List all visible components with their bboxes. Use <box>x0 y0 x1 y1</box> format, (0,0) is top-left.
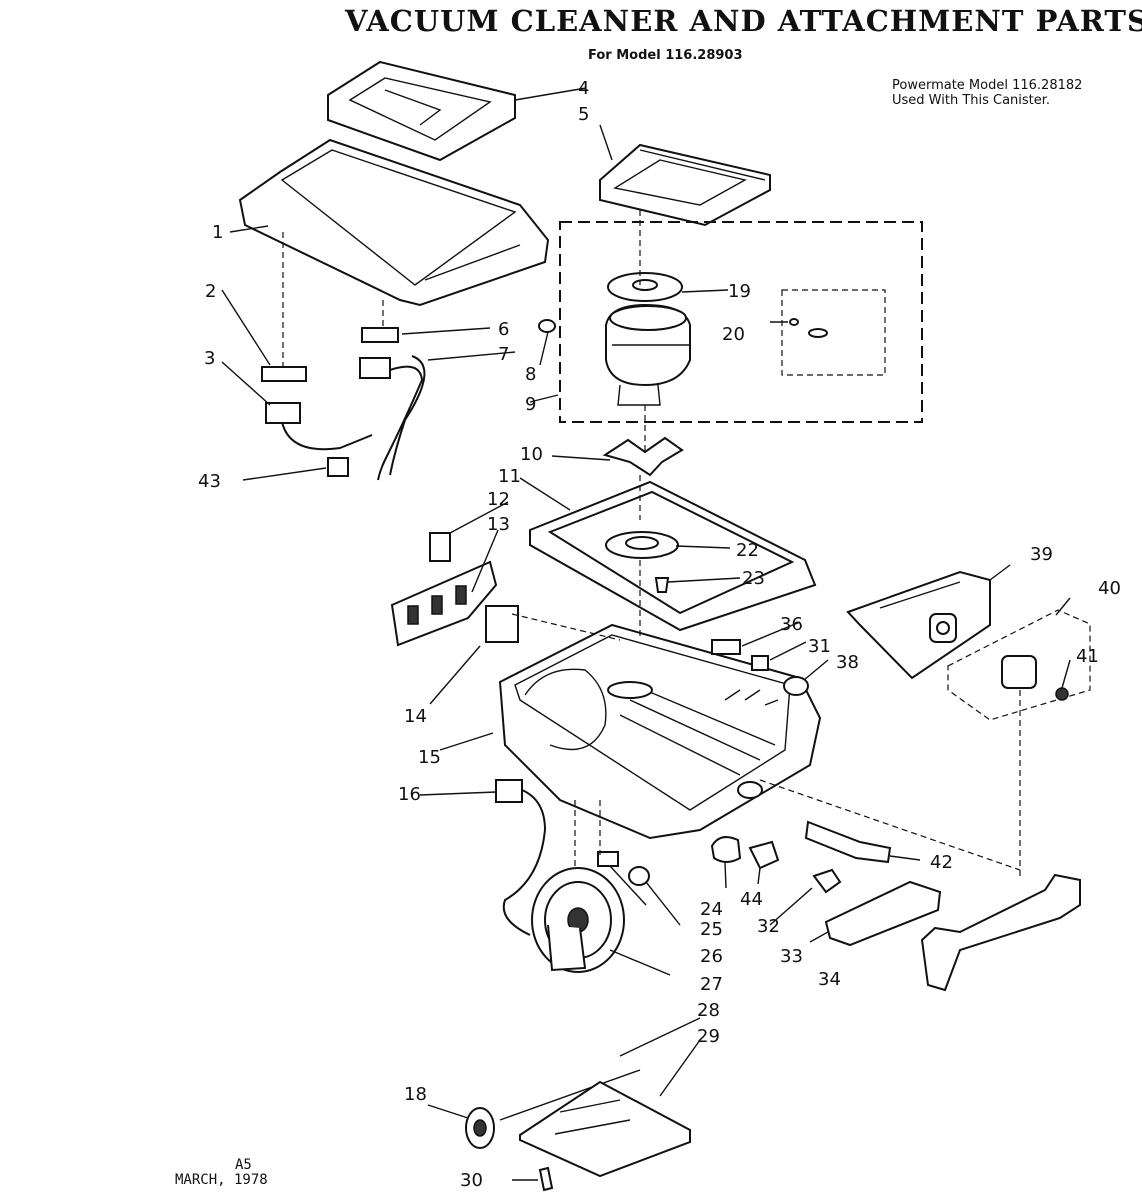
revision-date: MARCH, 1978 <box>175 1172 268 1188</box>
part-15-canister-body <box>498 623 822 840</box>
motor-assembly-box <box>559 221 923 423</box>
callout-7: 7 <box>498 344 509 365</box>
callout-11: 11 <box>498 466 521 487</box>
callout-1: 1 <box>212 222 223 243</box>
callout-29: 29 <box>697 1026 720 1047</box>
part-34-handle <box>920 873 1081 992</box>
part-41-screw <box>1055 687 1069 701</box>
callout-3: 3 <box>204 348 215 369</box>
callout-14: 14 <box>404 706 427 727</box>
part-31-clip <box>751 655 769 671</box>
model-subtitle: For Model 116.28903 <box>588 48 743 63</box>
callout-40: 40 <box>1098 578 1121 599</box>
callout-6: 6 <box>498 319 509 340</box>
part-19-motor <box>605 272 691 406</box>
part-3-switch <box>265 402 301 424</box>
part-1-lid <box>238 138 550 307</box>
part-42-spring-rod <box>804 820 892 864</box>
callout-15: 15 <box>418 747 441 768</box>
powermate-note-line-2: Used With This Canister. <box>892 93 1051 108</box>
powermate-note-line-1: Powermate Model 116.28182 <box>892 78 1083 93</box>
part-29-bottom-plate <box>519 1080 691 1178</box>
callout-33: 33 <box>780 946 803 967</box>
part-20-brush-box <box>781 289 886 376</box>
callout-12: 12 <box>487 489 510 510</box>
part-20-brushes <box>789 318 828 338</box>
part-33-handle-cover <box>824 880 942 947</box>
part-38-knob <box>783 676 809 696</box>
part-40-adapter <box>1001 655 1037 689</box>
part-43-connector <box>327 457 349 477</box>
callout-34: 34 <box>818 969 841 990</box>
callout-19: 19 <box>728 281 751 302</box>
part-13-switch-plate <box>390 560 498 647</box>
callout-4: 4 <box>578 78 589 99</box>
part-36-terminal <box>711 639 741 655</box>
powermate-note: Powermate Model 116.28182 Used With This… <box>892 78 1082 108</box>
part-16-plug <box>495 779 523 803</box>
part-2-switch-cover <box>261 366 307 382</box>
power-cord <box>502 789 547 936</box>
callout-23: 23 <box>742 568 765 589</box>
callout-16: 16 <box>398 784 421 805</box>
callout-24: 24 <box>700 899 723 920</box>
callout-22: 22 <box>736 540 759 561</box>
callout-27: 27 <box>700 974 723 995</box>
part-14-relay <box>485 605 519 643</box>
callout-9: 9 <box>525 394 536 415</box>
callout-13: 13 <box>487 514 510 535</box>
callout-31: 31 <box>808 636 831 657</box>
part-7-switch <box>359 357 391 379</box>
part-26-roller <box>628 866 650 886</box>
part-4-filter-cover <box>327 60 516 162</box>
part-27-cord-reel <box>531 867 625 973</box>
part-10-fan <box>602 436 684 477</box>
callout-43: 43 <box>198 471 221 492</box>
callout-30: 30 <box>460 1170 483 1191</box>
callout-18: 18 <box>404 1084 427 1105</box>
part-30-screw <box>538 1166 554 1192</box>
part-6-switch-cover <box>361 327 399 343</box>
callout-32: 32 <box>757 916 780 937</box>
callout-20: 20 <box>722 324 745 345</box>
callout-26: 26 <box>700 946 723 967</box>
part-28-axle <box>499 1069 641 1121</box>
callout-39: 39 <box>1030 544 1053 565</box>
part-25-bracket <box>597 851 619 867</box>
part-39-bag-holder <box>846 570 991 680</box>
callout-44: 44 <box>740 889 763 910</box>
part-11-gasket <box>529 480 817 632</box>
callout-8: 8 <box>525 364 536 385</box>
revision-code: A5 <box>235 1157 252 1173</box>
diagram-title: VACUUM CLEANER AND ATTACHMENT PARTS <box>345 4 1142 38</box>
part-32-clip <box>812 868 842 894</box>
part-44-latch <box>748 840 780 870</box>
part-24-latch <box>710 836 742 863</box>
part-12-switch <box>429 532 451 562</box>
callout-41: 41 <box>1076 646 1099 667</box>
callout-2: 2 <box>205 281 216 302</box>
callout-5: 5 <box>578 104 589 125</box>
callout-36: 36 <box>780 614 803 635</box>
leader-lines <box>221 87 1071 1181</box>
callout-25: 25 <box>700 919 723 940</box>
part-40-kit-box <box>947 609 1091 721</box>
wiring-harness <box>281 355 426 481</box>
part-5-exhaust-filter <box>599 143 771 227</box>
part-8-bearing <box>538 319 556 333</box>
callout-42: 42 <box>930 852 953 873</box>
assembly-lines <box>282 210 1021 880</box>
callout-38: 38 <box>836 652 859 673</box>
callout-28: 28 <box>697 1000 720 1021</box>
callout-10: 10 <box>520 444 543 465</box>
